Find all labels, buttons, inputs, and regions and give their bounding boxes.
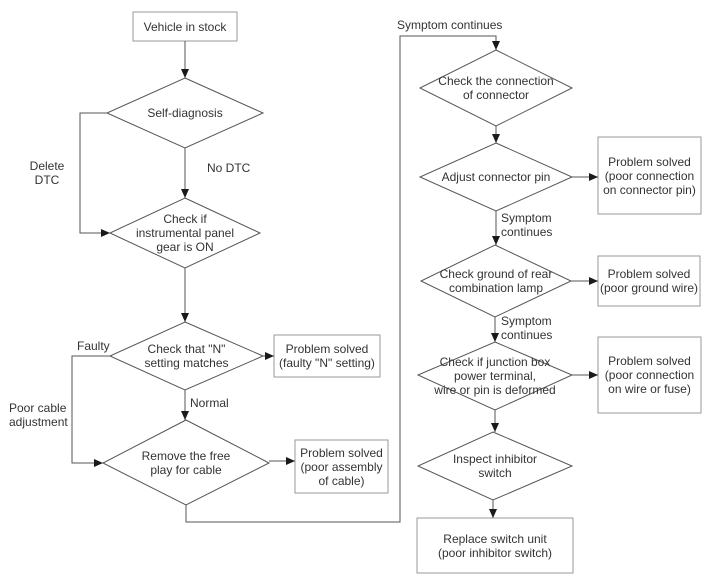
edge-label-no-dtc: No DTC: [207, 161, 251, 175]
edge-label-symptom-continues-1: Symptom continues: [501, 211, 553, 239]
edge-faulty-loop: [71, 355, 110, 467]
box-problem-poor-assembly: [294, 439, 389, 494]
edge-label-faulty: Faulty: [77, 339, 110, 353]
box-problem-faulty-n: [273, 334, 381, 378]
node-label-problem-connector-pin: Problem solved (poor connection on conne…: [603, 154, 696, 197]
node-label-check-n-setting: Check that "N" setting matches: [144, 342, 229, 370]
node-label-inspect-inhibitor: Inspect inhibitor switch: [452, 452, 538, 480]
node-label-remove-free-play: Remove the free play for cable: [141, 448, 231, 477]
edge-label-symptom-continues-top: Symptom continues: [397, 18, 503, 32]
edge-label-symptom-continues-2: Symptom continues: [501, 314, 553, 342]
edge-delete-dtc-loop: [79, 112, 110, 237]
node-label-replace-switch-unit: Replace switch unit (poor inhibitor swit…: [437, 531, 553, 560]
node-label-self-diagnosis: Self-diagnosis: [147, 106, 223, 120]
node-label-problem-poor-assembly: Problem solved (poor assembly of cable): [300, 445, 383, 488]
node-label-check-junction-box: Check if junction box power terminal, wi…: [434, 355, 556, 397]
node-label-problem-faulty-n: Problem solved (faulty "N" setting): [279, 342, 375, 370]
node-label-vehicle-in-stock: Vehicle in stock: [143, 19, 227, 34]
node-label-check-connection: Check the connection of connector: [438, 74, 554, 102]
edge-label-normal: Normal: [190, 396, 229, 410]
edge-label-poor-cable-adjustment: Poor cable adjustment: [9, 401, 68, 429]
node-label-problem-wire-fuse: Problem solved (poor connection on wire …: [604, 354, 695, 396]
node-label-check-ground: Check ground of rear combination lamp: [439, 267, 553, 295]
box-problem-connector-pin: [597, 136, 702, 215]
box-problem-ground-wire: [597, 255, 701, 307]
node-label-problem-ground-wire: Problem solved (poor ground wire): [599, 267, 699, 295]
box-replace-switch-unit: [416, 517, 574, 574]
node-label-check-instrument: Check if instrumental panel gear is ON: [135, 212, 235, 254]
box-vehicle-in-stock: [132, 11, 238, 42]
box-problem-wire-fuse: [597, 336, 702, 414]
edge-symptom-continues-feedback: [185, 35, 500, 523]
node-label-adjust-connector-pin: Adjust connector pin: [441, 170, 551, 184]
edge-label-delete-dtc: Delete DTC: [29, 159, 65, 187]
